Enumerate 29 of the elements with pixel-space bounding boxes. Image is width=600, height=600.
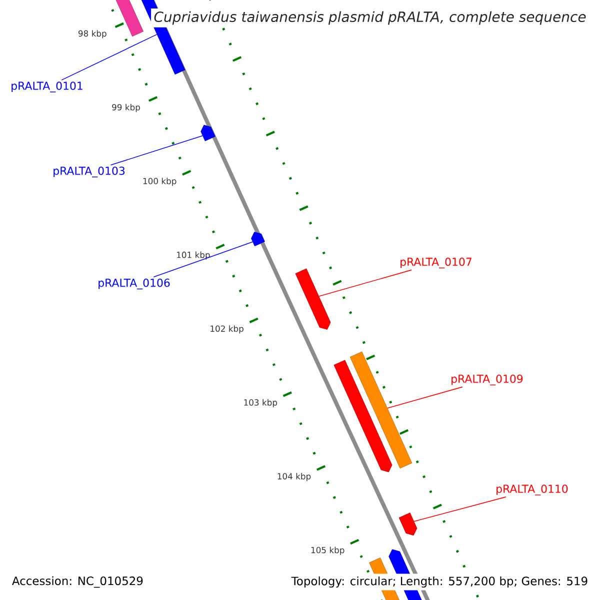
tick-label: 102 kbp: [210, 325, 244, 334]
leader-line: [414, 496, 506, 522]
gene-bar: [398, 512, 418, 536]
gene-bar: [200, 124, 216, 142]
leader-line: [153, 242, 254, 278]
leader-line: [110, 135, 203, 166]
gene-bar: [251, 232, 265, 246]
title: Cupriavidus taiwanensis plasmid pRALTA, complete sequence: [151, 8, 589, 28]
gene-bar: [295, 268, 331, 330]
tick-label: 104 kbp: [278, 472, 311, 482]
tick-label: 103 kbp: [244, 399, 278, 408]
footer-text: Accession: NC_010529: [9, 574, 146, 590]
tick-label: 105 kbp: [311, 546, 344, 555]
gene-label: pRALTA_0107: [400, 258, 472, 268]
tick-label: 99 kbp: [112, 104, 140, 112]
gene-bar: [334, 360, 392, 472]
tick-label: 100 kbp: [143, 178, 176, 186]
tick-label: 98 kbp: [78, 30, 106, 38]
leader-line: [387, 386, 463, 409]
footer-text: Topology: circular; Length: 557,200 bp; Genes: 519: [288, 574, 591, 590]
leader-line: [61, 34, 158, 80]
gene-label: pRALTA_0109: [452, 374, 523, 386]
gene-bar: [350, 352, 412, 468]
leader-line: [318, 270, 412, 297]
gene-label: pRALTA_0103: [54, 166, 125, 178]
gene-label: pRALTA_0106: [98, 278, 170, 290]
gene-label: pRALTA_0110: [496, 484, 568, 496]
gene-label: pRALTA_0101: [12, 82, 82, 92]
tick-label: 101 kbp: [177, 252, 210, 260]
